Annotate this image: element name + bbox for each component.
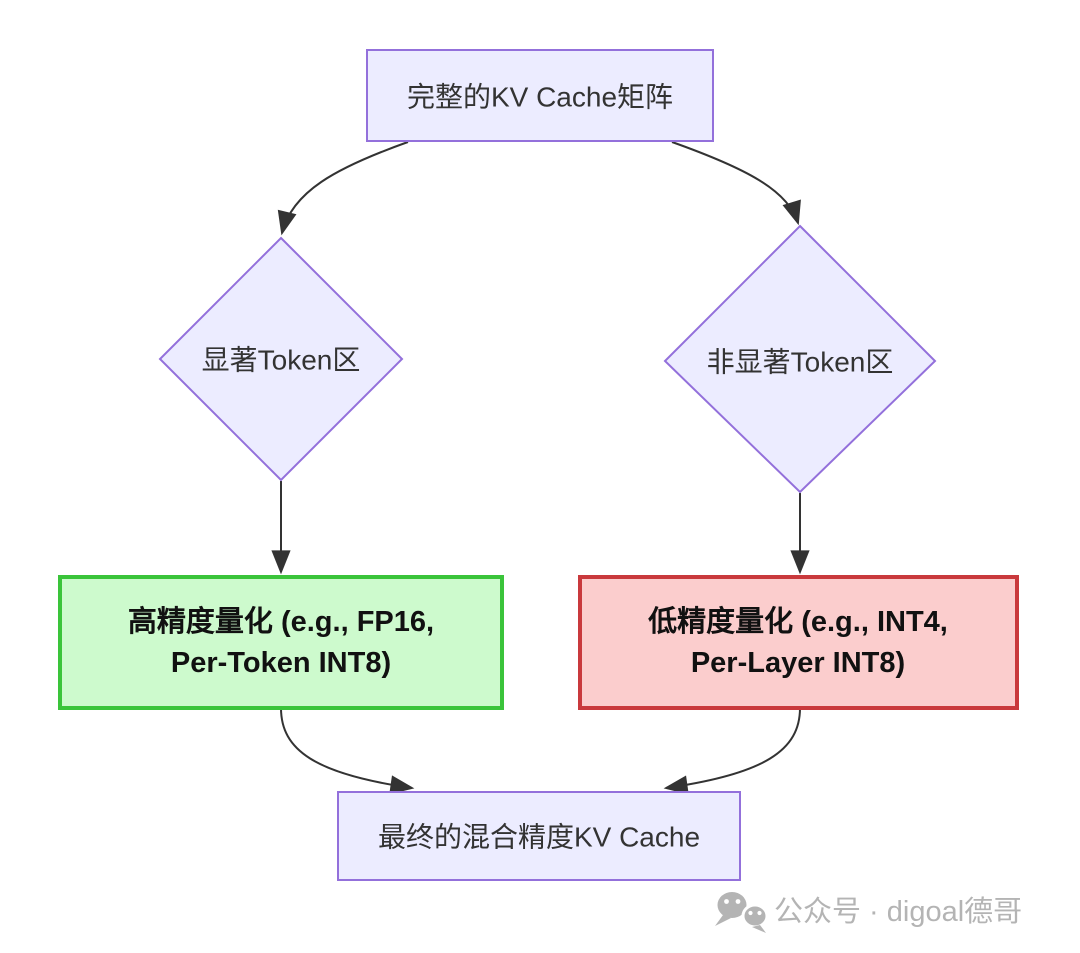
node-non-salient: 非显著Token区 (663, 224, 937, 494)
node-high-precision-box (58, 575, 504, 710)
node-salient: 显著Token区 (158, 236, 404, 482)
node-low-precision-line1: 低精度量化 (e.g., INT4, (647, 605, 948, 638)
node-high-precision: 高精度量化 (e.g., FP16, Per-Token INT8) (58, 575, 504, 710)
node-salient-diamond (158, 236, 404, 482)
watermark-text: 公众号 · digoal德哥 (774, 895, 1022, 928)
wechat-icon-big-bubble (717, 892, 747, 918)
node-low-precision-box (578, 575, 1019, 710)
node-final: 最终的混合精度KV Cache (337, 791, 741, 881)
edge-low-precision-to-final (663, 707, 801, 795)
node-non-salient-label: 非显著Token区 (707, 347, 894, 378)
wechat-icon-small-tail (752, 925, 766, 933)
wechat-icon-big-tail (715, 915, 731, 926)
wechat-icon (715, 892, 769, 933)
edge-root-to-non-salient (671, 141, 801, 226)
node-low-precision: 低精度量化 (e.g., INT4, Per-Layer INT8) (578, 575, 1019, 710)
node-final-box (337, 791, 741, 881)
node-high-precision-line2: Per-Token INT8) (171, 647, 391, 679)
watermark: 公众号 · digoal德哥 (715, 892, 1022, 933)
node-root: 完整的KV Cache矩阵 (366, 49, 714, 142)
wechat-icon-small-eye-left (748, 910, 753, 916)
node-non-salient-diamond (663, 224, 937, 494)
node-low-precision-line2: Per-Layer INT8) (691, 647, 905, 679)
edge-layer (271, 141, 810, 795)
node-salient-label: 显著Token区 (202, 345, 361, 376)
wechat-icon-small-eye-right (757, 910, 762, 916)
node-root-box (366, 49, 714, 142)
node-high-precision-line1: 高精度量化 (e.g., FP16, (128, 605, 434, 638)
node-root-label: 完整的KV Cache矩阵 (407, 82, 673, 113)
wechat-icon-big-eye-left (724, 899, 729, 904)
node-final-label: 最终的混合精度KV Cache (378, 822, 700, 853)
edge-high-precision-to-final (280, 707, 415, 795)
wechat-icon-small-bubble (741, 903, 769, 929)
wechat-icon-big-eye-right (735, 899, 741, 904)
edge-root-to-salient (277, 141, 409, 236)
